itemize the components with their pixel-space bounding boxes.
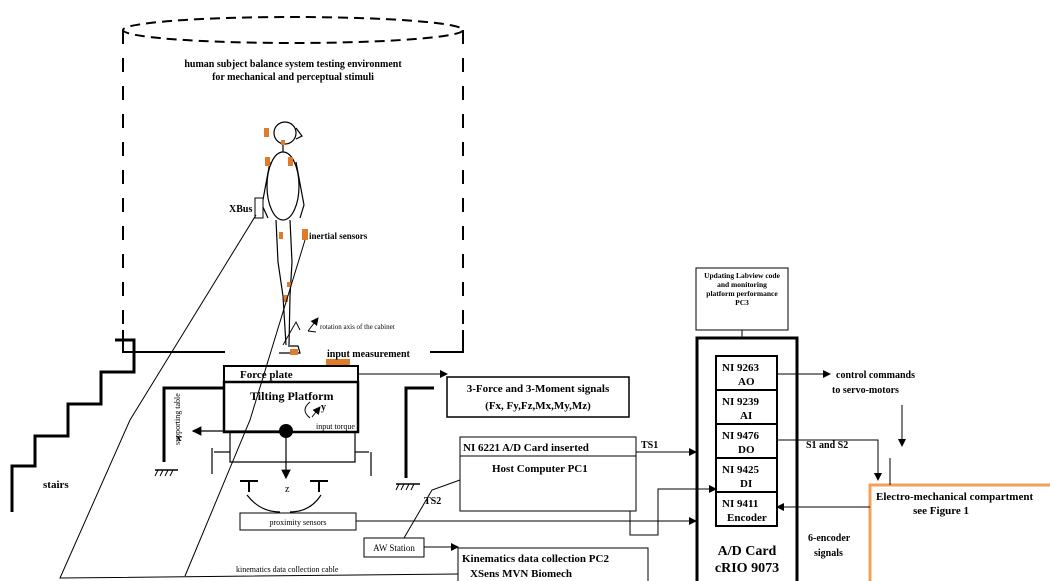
tilting-platform [222,380,360,434]
module-0-name: NI 9263 [722,362,759,374]
rotation-axis-icon [307,317,319,333]
xbus-unit [254,197,264,219]
environment-title-line1: human subject balance system testing env… [184,59,402,70]
connections [59,214,906,579]
module-1-type: AI [740,410,752,422]
stairs-label: stairs [43,479,69,491]
module-2-name: NI 9476 [722,430,759,442]
pc3-line1: Updating Labview code [704,271,781,280]
signals-box-line2: (Fx, Fy,Fz,Mx,My,Mz) [485,400,591,412]
aw-station-label: AW Station [373,543,415,553]
crio-title-line1: A/D Card [718,544,777,559]
supporting-table [154,386,434,491]
environment-title-line2: for mechanical and perceptual stimuli [212,72,374,83]
kinematics-box-line1: Kinematics data collection PC2 [462,553,609,565]
input-measurement-label: input measurement [327,349,411,360]
human-figure [261,121,305,354]
module-3-name: NI 9425 [722,464,759,476]
host-card-label: NI 6221 A/D Card inserted [463,442,589,454]
supporting-table-label: supporting table [173,393,182,445]
module-4-name: NI 9411 [722,498,758,510]
module-2-type: DO [738,444,755,456]
control-commands-line2: to servo-motors [832,385,899,396]
pivot-point [279,424,293,438]
s1-s2-label: S1 and S2 [806,440,848,451]
pc3-line3: platform performance [706,289,778,298]
rotation-axis-label: rotation axis of the cabinet [320,323,395,331]
kinematics-box-line2: XSens MVN Biomech [470,568,572,580]
platform-frame [211,432,372,513]
inertial-sensors-label: inertial sensors [309,231,368,241]
proximity-sensors-label: proximity sensors [269,518,326,527]
host-computer-box [459,436,637,512]
tilting-platform-label: Tilting Platform [250,389,333,403]
stairs: stairs [10,338,136,512]
module-1-name: NI 9239 [722,396,759,408]
kinematics-cable-label: kinematics data collection cable [236,565,339,574]
inertial-sensor-markers [264,128,350,366]
electro-line2: see Figure 1 [913,505,969,517]
pc3-line2: and monitoring [717,280,767,289]
kinematics-box [457,547,649,581]
crio-card: NI 9263 AO NI 9239 AI NI 9476 DO NI 9425… [695,336,799,581]
electro-line1: Electro-mechanical compartment [876,491,1033,503]
encoder-signals-line1: 6-encoder [808,533,851,544]
input-torque-icon [304,401,321,419]
encoder-signals-line2: signals [814,548,843,559]
xbus-label: XBus [229,204,252,215]
force-plate-label: Force plate [240,369,293,381]
electro-mechanical-compartment [868,483,1050,581]
axis-z-label: z [285,484,290,495]
axis-y-label: y [321,402,326,413]
input-torque-label: input torque [316,422,355,431]
module-4-type: Encoder [727,512,767,524]
axis-x-label: x [176,432,182,444]
signals-box-line1: 3-Force and 3-Moment signals [467,383,610,395]
crio-title-line2: cRIO 9073 [715,561,779,576]
module-3-type: DI [740,478,752,490]
ts1-label: TS1 [641,440,658,451]
host-computer-label: Host Computer PC1 [492,463,588,475]
pc3-line4: PC3 [735,298,749,307]
module-0-type: AO [738,376,755,388]
signals-box [446,376,630,418]
ts2-label: TS2 [424,496,441,507]
testing-environment: human subject balance system testing env… [122,16,464,353]
control-commands-line1: control commands [836,370,915,381]
